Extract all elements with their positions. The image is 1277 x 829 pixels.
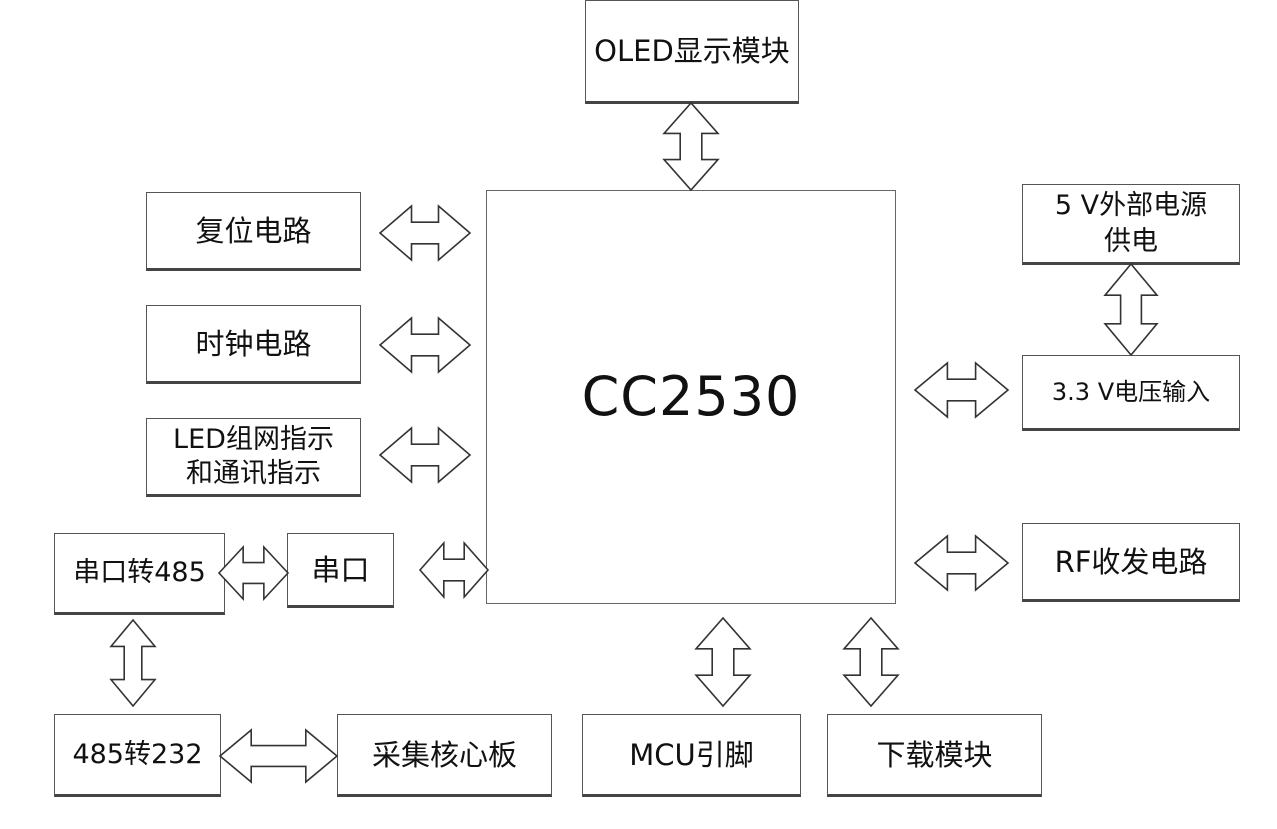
uart-block: 串口 (287, 533, 394, 608)
double-arrow-power-v33 (1103, 262, 1159, 357)
collector-label: 采集核心板 (371, 737, 517, 772)
double-arrow-mcu-cc2530 (694, 616, 752, 708)
cc2530-label: CC2530 (581, 365, 801, 428)
oled-block: OLED显示模块 (585, 0, 799, 104)
double-arrow-cc2530-rf (913, 534, 1010, 592)
double-arrow-clock-cc2530 (378, 316, 472, 374)
rf-block: RF收发电路 (1022, 523, 1240, 602)
led-block: LED组网指示和通讯指示 (146, 418, 361, 497)
cc2530-block: CC2530 (486, 190, 896, 604)
oled-label: OLED显示模块 (594, 34, 790, 68)
v33-label: 3.3 V电压输入 (1051, 378, 1211, 406)
collector-block: 采集核心板 (337, 714, 552, 797)
r485to232-block: 485转232 (54, 714, 221, 797)
double-arrow-oled-cc2530 (662, 101, 720, 192)
download-block: 下载模块 (827, 714, 1042, 797)
reset-label: 复位电路 (195, 213, 312, 248)
uart-label: 串口 (311, 552, 370, 587)
reset-block: 复位电路 (146, 192, 361, 271)
double-arrow-cc2530-v33 (913, 361, 1010, 419)
double-arrow-uart485-uart (217, 544, 290, 602)
rf-label: RF收发电路 (1054, 544, 1208, 579)
download-label: 下载模块 (876, 737, 993, 772)
r485to232-label: 485转232 (72, 738, 203, 770)
mcu-pins-block: MCU引脚 (582, 714, 801, 797)
mcu-pins-label: MCU引脚 (629, 737, 754, 772)
ext-power-label: 5 V外部电源供电 (1054, 189, 1208, 257)
double-arrow-reset-cc2530 (378, 204, 472, 262)
v33-block: 3.3 V电压输入 (1022, 355, 1240, 431)
double-arrow-led-cc2530 (378, 426, 472, 484)
clock-block: 时钟电路 (146, 305, 361, 384)
uart485-block: 串口转485 (54, 533, 225, 615)
double-arrow-uart-cc2530 (418, 540, 490, 600)
double-arrow-download-cc2530 (842, 616, 900, 708)
led-label: LED组网指示和通讯指示 (173, 423, 334, 489)
double-arrow-r485to232-collector (218, 728, 339, 784)
clock-label: 时钟电路 (195, 326, 312, 361)
uart485-label: 串口转485 (73, 557, 206, 588)
double-arrow-uart485-r485to232 (109, 618, 157, 708)
